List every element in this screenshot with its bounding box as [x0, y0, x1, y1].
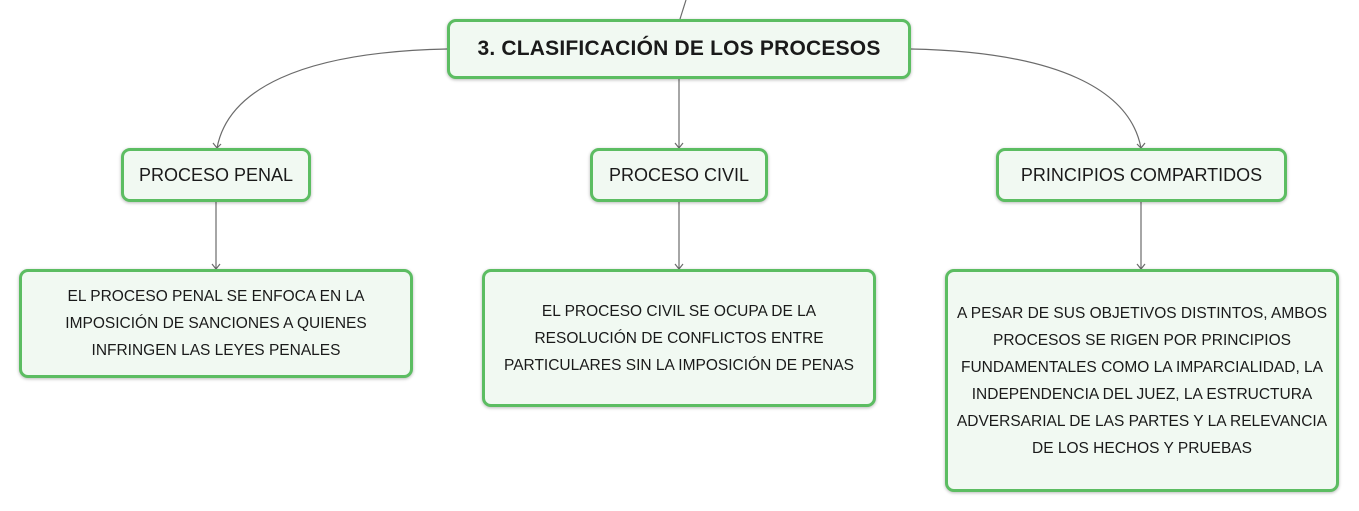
detail-node-text: EL PROCESO PENAL SE ENFOCA EN LA IMPOSIC… — [65, 288, 367, 359]
branch-node-principios-compartidos[interactable]: PRINCIPIOS COMPARTIDOS — [996, 148, 1287, 202]
connector-root-to-proceso-penal — [216, 48, 448, 149]
detail-node-proceso-penal[interactable]: EL PROCESO PENAL SE ENFOCA EN LA IMPOSIC… — [19, 269, 413, 378]
detail-node-proceso-civil[interactable]: EL PROCESO CIVIL SE OCUPA DE LA RESOLUCI… — [482, 269, 876, 407]
connector-root-to-principios-compartidos — [910, 48, 1142, 149]
root-node-label: 3. CLASIFICACIÓN DE LOS PROCESOS — [477, 37, 881, 60]
branch-node-label: PRINCIPIOS COMPARTIDOS — [1020, 164, 1263, 185]
root-node[interactable]: 3. CLASIFICACIÓN DE LOS PROCESOS — [447, 19, 911, 79]
branch-node-label: PROCESO PENAL — [138, 164, 294, 185]
branch-node-proceso-penal[interactable]: PROCESO PENAL — [121, 148, 311, 202]
branch-node-label: PROCESO CIVIL — [608, 164, 750, 185]
connector-parent-to-root — [679, 0, 687, 20]
detail-node-text: A PESAR DE SUS OBJETIVOS DISTINTOS, AMBO… — [956, 304, 1328, 457]
detail-node-text: EL PROCESO CIVIL SE OCUPA DE LA RESOLUCI… — [504, 302, 854, 374]
detail-node-principios-compartidos[interactable]: A PESAR DE SUS OBJETIVOS DISTINTOS, AMBO… — [945, 269, 1339, 492]
branch-node-proceso-civil[interactable]: PROCESO CIVIL — [590, 148, 768, 202]
